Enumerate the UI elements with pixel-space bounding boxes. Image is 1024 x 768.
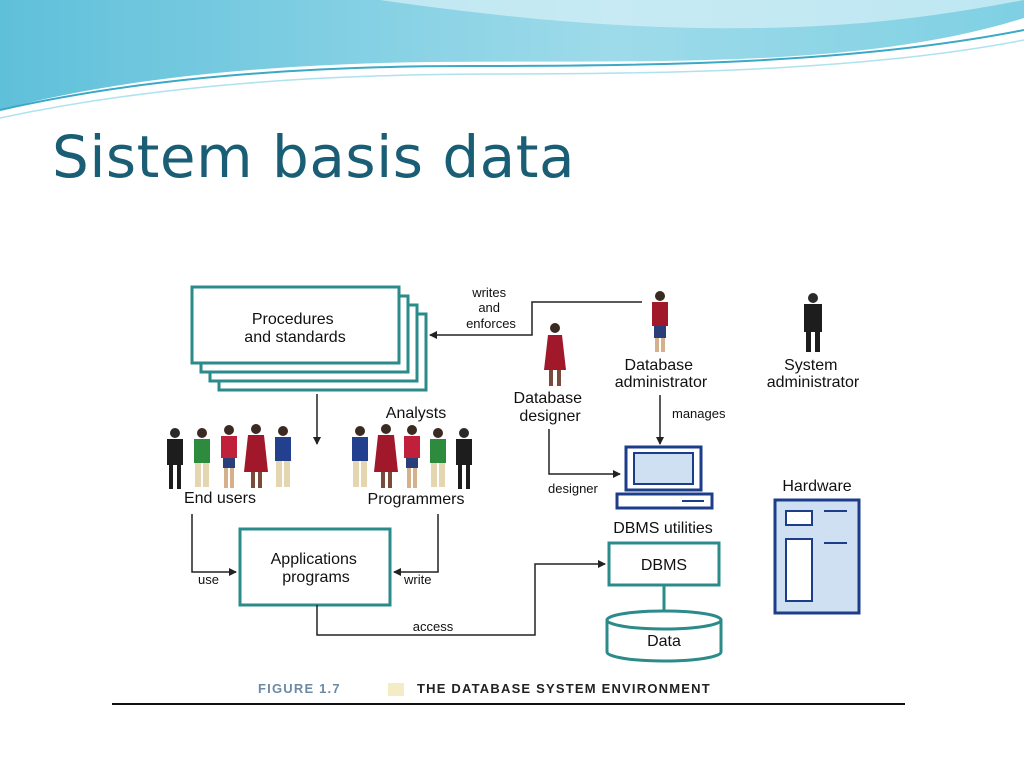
enforces-arrow: [429, 301, 642, 339]
header-wave-banner: [0, 0, 1024, 119]
database-designer-label: Database designer: [514, 390, 587, 425]
write-arrow: [393, 514, 439, 576]
manages-label: manages: [672, 406, 726, 421]
analysts-label: Analysts: [386, 405, 446, 422]
write-label: write: [403, 572, 431, 587]
applications-programs-box: [238, 527, 392, 607]
figure-caption: THE DATABASE SYSTEM ENVIRONMENT: [417, 681, 711, 696]
data-label: Data: [647, 633, 681, 650]
system-administrator-person-icon: [804, 293, 822, 352]
procedures-stack: Procedures and standards: [190, 285, 428, 392]
designer-arrow: [548, 429, 621, 478]
use-arrow: [191, 514, 237, 576]
dbms-utilities-label: DBMS utilities: [613, 520, 713, 537]
dbms-box: [607, 541, 721, 587]
use-label: use: [198, 572, 219, 587]
end-users-label: End users: [184, 490, 256, 507]
slide-title: Sistem basis data: [52, 123, 575, 191]
access-arrow: [316, 560, 606, 636]
computer-icon: [615, 445, 714, 510]
end-users-group-icon: [167, 424, 291, 489]
dbms-label: DBMS: [641, 557, 687, 574]
hardware-label: Hardware: [782, 478, 851, 495]
programmers-label: Programmers: [368, 491, 465, 508]
applications-programs-label: Applications programs: [271, 551, 362, 586]
database-administrator-person-icon: [652, 291, 668, 352]
database-system-environment-diagram: Procedures and standards writes and enfo…: [112, 232, 905, 742]
writes-enforces-label: writes and enforces: [466, 285, 516, 331]
programmers-group-icon: [352, 424, 472, 489]
hardware-tower-icon: [773, 498, 861, 615]
figure-number: FIGURE 1.7: [258, 681, 341, 696]
database-administrator-label: Database administrator: [615, 357, 708, 391]
database-designer-person-icon: [544, 323, 566, 386]
designer-label: designer: [548, 481, 599, 496]
procedures-label: Procedures and standards: [244, 311, 345, 346]
access-label: access: [413, 619, 454, 634]
system-administrator-label: System administrator: [767, 357, 860, 391]
data-cylinder: [605, 609, 723, 663]
caption-swatch: [388, 683, 404, 696]
